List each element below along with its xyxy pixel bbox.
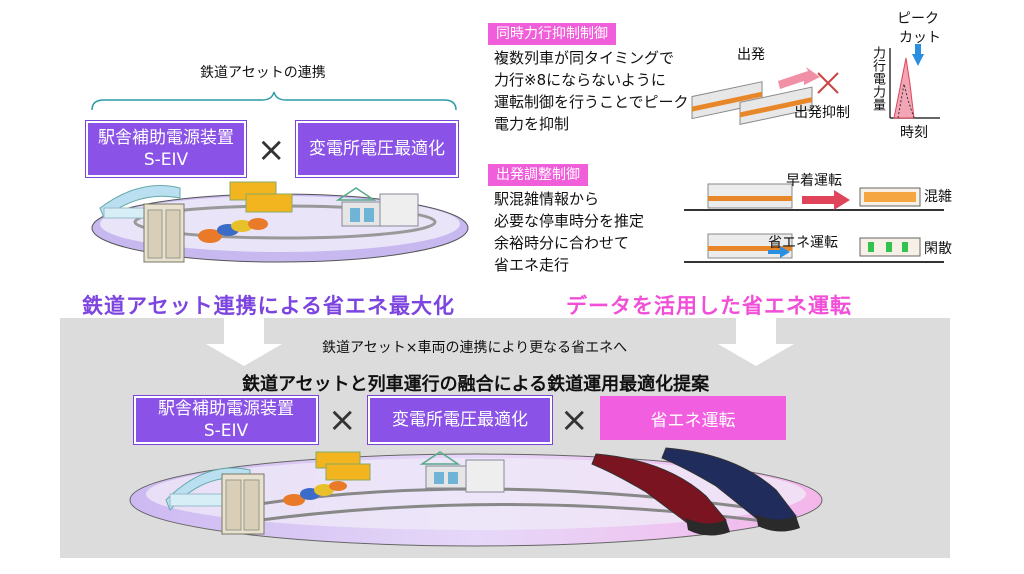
early-arrival-label: 早着運転 [786,173,842,189]
bottom-station-aux-power-label: 駅舎補助電源装置 [158,399,294,419]
powering-description: 複数列車が同タイミングで 力行※8にならないように 運転制御を行うことでピーク … [494,47,689,135]
station-aux-power-label: 駅舎補助電源装置 [98,128,234,148]
asset-illustration [91,181,469,263]
trains-depart-illustration [691,67,839,125]
departure-desc-line-3: 余裕時分に合わせて [494,234,630,252]
substation-voltage-box: 変電所電圧最適化 [296,121,458,177]
bottom-substation-voltage-label: 変電所電圧最適化 [392,410,528,430]
station-aux-power-box: 駅舎補助電源装置 S-EIV [86,121,246,177]
eco-run-label: 省エネ運転 [768,235,838,251]
departure-desc-line-1: 駅混雑情報から [494,190,600,208]
data-driven-tagline: データを活用した省エネ運転 [566,294,852,318]
multiply-icon: × [328,400,357,440]
depart-suppress-label: 出発抑制 [794,105,850,121]
further-savings-intro: 鉄道アセット×車両の連携により更なる省エネへ [322,340,628,356]
depart-label: 出発 [737,47,765,63]
powering-desc-line-1: 複数列車が同タイミングで [494,49,675,67]
bottom-substation-voltage-box: 変電所電圧最適化 [368,396,552,444]
substation-voltage-label: 変電所電圧最適化 [309,139,445,159]
departure-description: 駅混雑情報から 必要な停車時分を推定 余裕時分に合わせて 省エネ走行 [494,188,644,276]
quiet-label: 閑散 [924,241,952,257]
powering-desc-line-4: 電力を抑制 [494,115,570,133]
departure-desc-line-4: 省エネ走行 [494,256,570,274]
y-axis-label: 力行電力量 [870,46,885,111]
asset-linkage-tagline: 鉄道アセット連携による省エネ最大化 [82,294,455,318]
s-eiv-label: S-EIV [143,150,189,170]
departure-adjust-tag: 出発調整制御 [488,164,588,186]
x-axis-label: 時刻 [900,125,928,141]
crowded-label: 混雑 [924,189,952,205]
station-crowd-illustration [684,183,944,263]
simultaneous-powering-tag: 同時力行抑制制御 [488,23,616,45]
multiply-icon: × [560,400,589,440]
powering-desc-line-3: 運転制御を行うことでピーク [494,93,689,111]
bottom-s-eiv-label: S-EIV [203,421,249,441]
down-arrow-left [206,318,282,366]
departure-desc-line-2: 必要な停車時分を推定 [494,212,645,230]
integrated-railway-illustration [129,447,823,547]
peak-label: ピーク [897,11,939,27]
asset-linkage-heading: 鉄道アセットの連携 [200,65,326,81]
peak-cut-graph [889,44,940,119]
multiply-icon: × [257,130,286,170]
integration-proposal-title: 鉄道アセットと列車運行の融合による鉄道運用最適化提案 [242,374,710,395]
eco-driving-label: 省エネ運転 [650,410,736,431]
down-arrow-right [718,318,794,366]
eco-driving-box: 省エネ運転 [600,396,786,440]
cut-label: カット [899,30,941,46]
brace [91,91,457,111]
bottom-station-aux-power-box: 駅舎補助電源装置 S-EIV [134,396,318,444]
powering-desc-line-2: 力行※8にならないように [494,71,666,89]
